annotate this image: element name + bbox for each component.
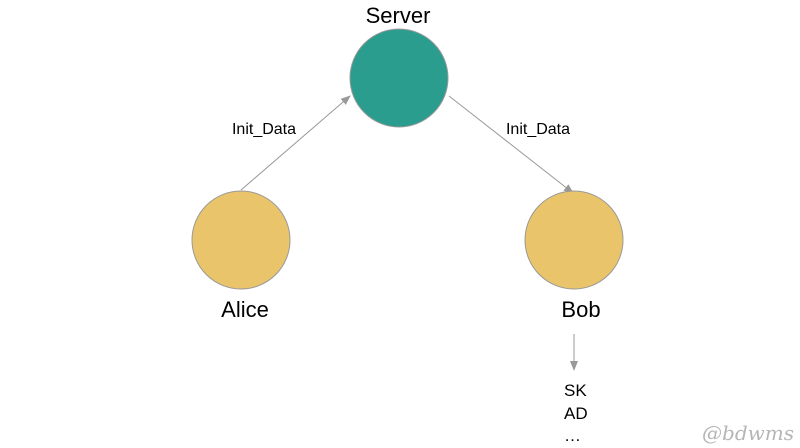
alice-node	[191, 190, 291, 290]
bob-output-item: AD	[564, 404, 588, 423]
edge-alice-to-server	[240, 95, 351, 191]
bob-label: Bob	[561, 297, 600, 322]
edge-label-server-to-bob: Init_Data	[506, 121, 570, 138]
bob-output-item: SK	[564, 381, 587, 400]
watermark: @bdwms	[702, 421, 794, 445]
alice-label: Alice	[221, 297, 269, 322]
server-label: Server	[366, 3, 431, 28]
server-node	[349, 28, 449, 128]
bob-output-item: …	[564, 426, 581, 445]
edge-label-alice-to-server: Init_Data	[232, 121, 296, 138]
bob-node	[524, 190, 624, 290]
edge-server-to-bob	[448, 95, 574, 194]
